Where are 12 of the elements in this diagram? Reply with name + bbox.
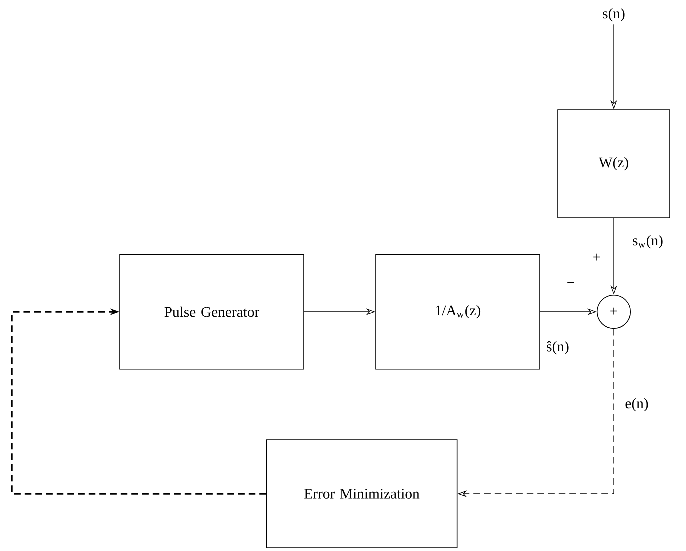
sign-label: +	[594, 254, 600, 261]
arrow	[11, 308, 266, 495]
edge-label: s$_{w}$(n)	[631, 234, 665, 250]
summing-junction: +	[596, 294, 632, 330]
signal-label: s(n)	[603, 8, 625, 22]
edge-label: e(n)	[624, 397, 650, 413]
sign-label: −	[568, 282, 574, 284]
edge-label: ŝ(n)	[545, 340, 571, 356]
block-box: W(z)	[558, 110, 670, 218]
block-box: Error Minimization	[266, 440, 458, 548]
block-box: Pulse Generator	[120, 254, 304, 370]
block-box: 1/A$_{w}$(z)	[376, 254, 540, 370]
